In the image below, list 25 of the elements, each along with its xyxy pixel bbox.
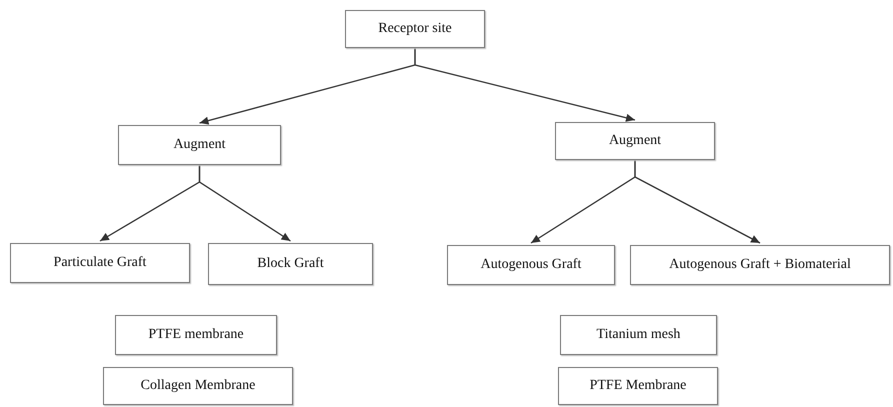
process-box — [118, 125, 281, 165]
box-label: Autogenous Graft + Biomaterial — [669, 258, 851, 272]
box-label: Augment — [173, 138, 226, 152]
box-label: PTFE membrane — [148, 328, 244, 342]
process-box — [115, 315, 277, 355]
arrow — [634, 160, 760, 244]
box-label: Receptor site — [378, 22, 452, 36]
box-label: Block Graft — [257, 256, 324, 272]
box-label: Augment — [608, 134, 662, 148]
process-box — [10, 243, 190, 283]
process-box — [208, 243, 373, 285]
process-box — [555, 122, 715, 160]
process-box — [345, 10, 485, 48]
process-box — [630, 245, 890, 285]
box-label: Autogenous Graft — [480, 258, 582, 272]
box-label: Titanium mesh — [596, 328, 680, 342]
box-label: PTFE Membrane — [590, 378, 686, 394]
process-box — [447, 245, 615, 285]
process-box — [560, 315, 717, 355]
process-box — [558, 367, 718, 405]
process-box — [103, 367, 293, 405]
box-label: Collagen Membrane — [140, 378, 256, 394]
arrow — [198, 165, 291, 242]
arrow — [414, 48, 636, 122]
box-label: Particulate Graft — [54, 256, 146, 270]
